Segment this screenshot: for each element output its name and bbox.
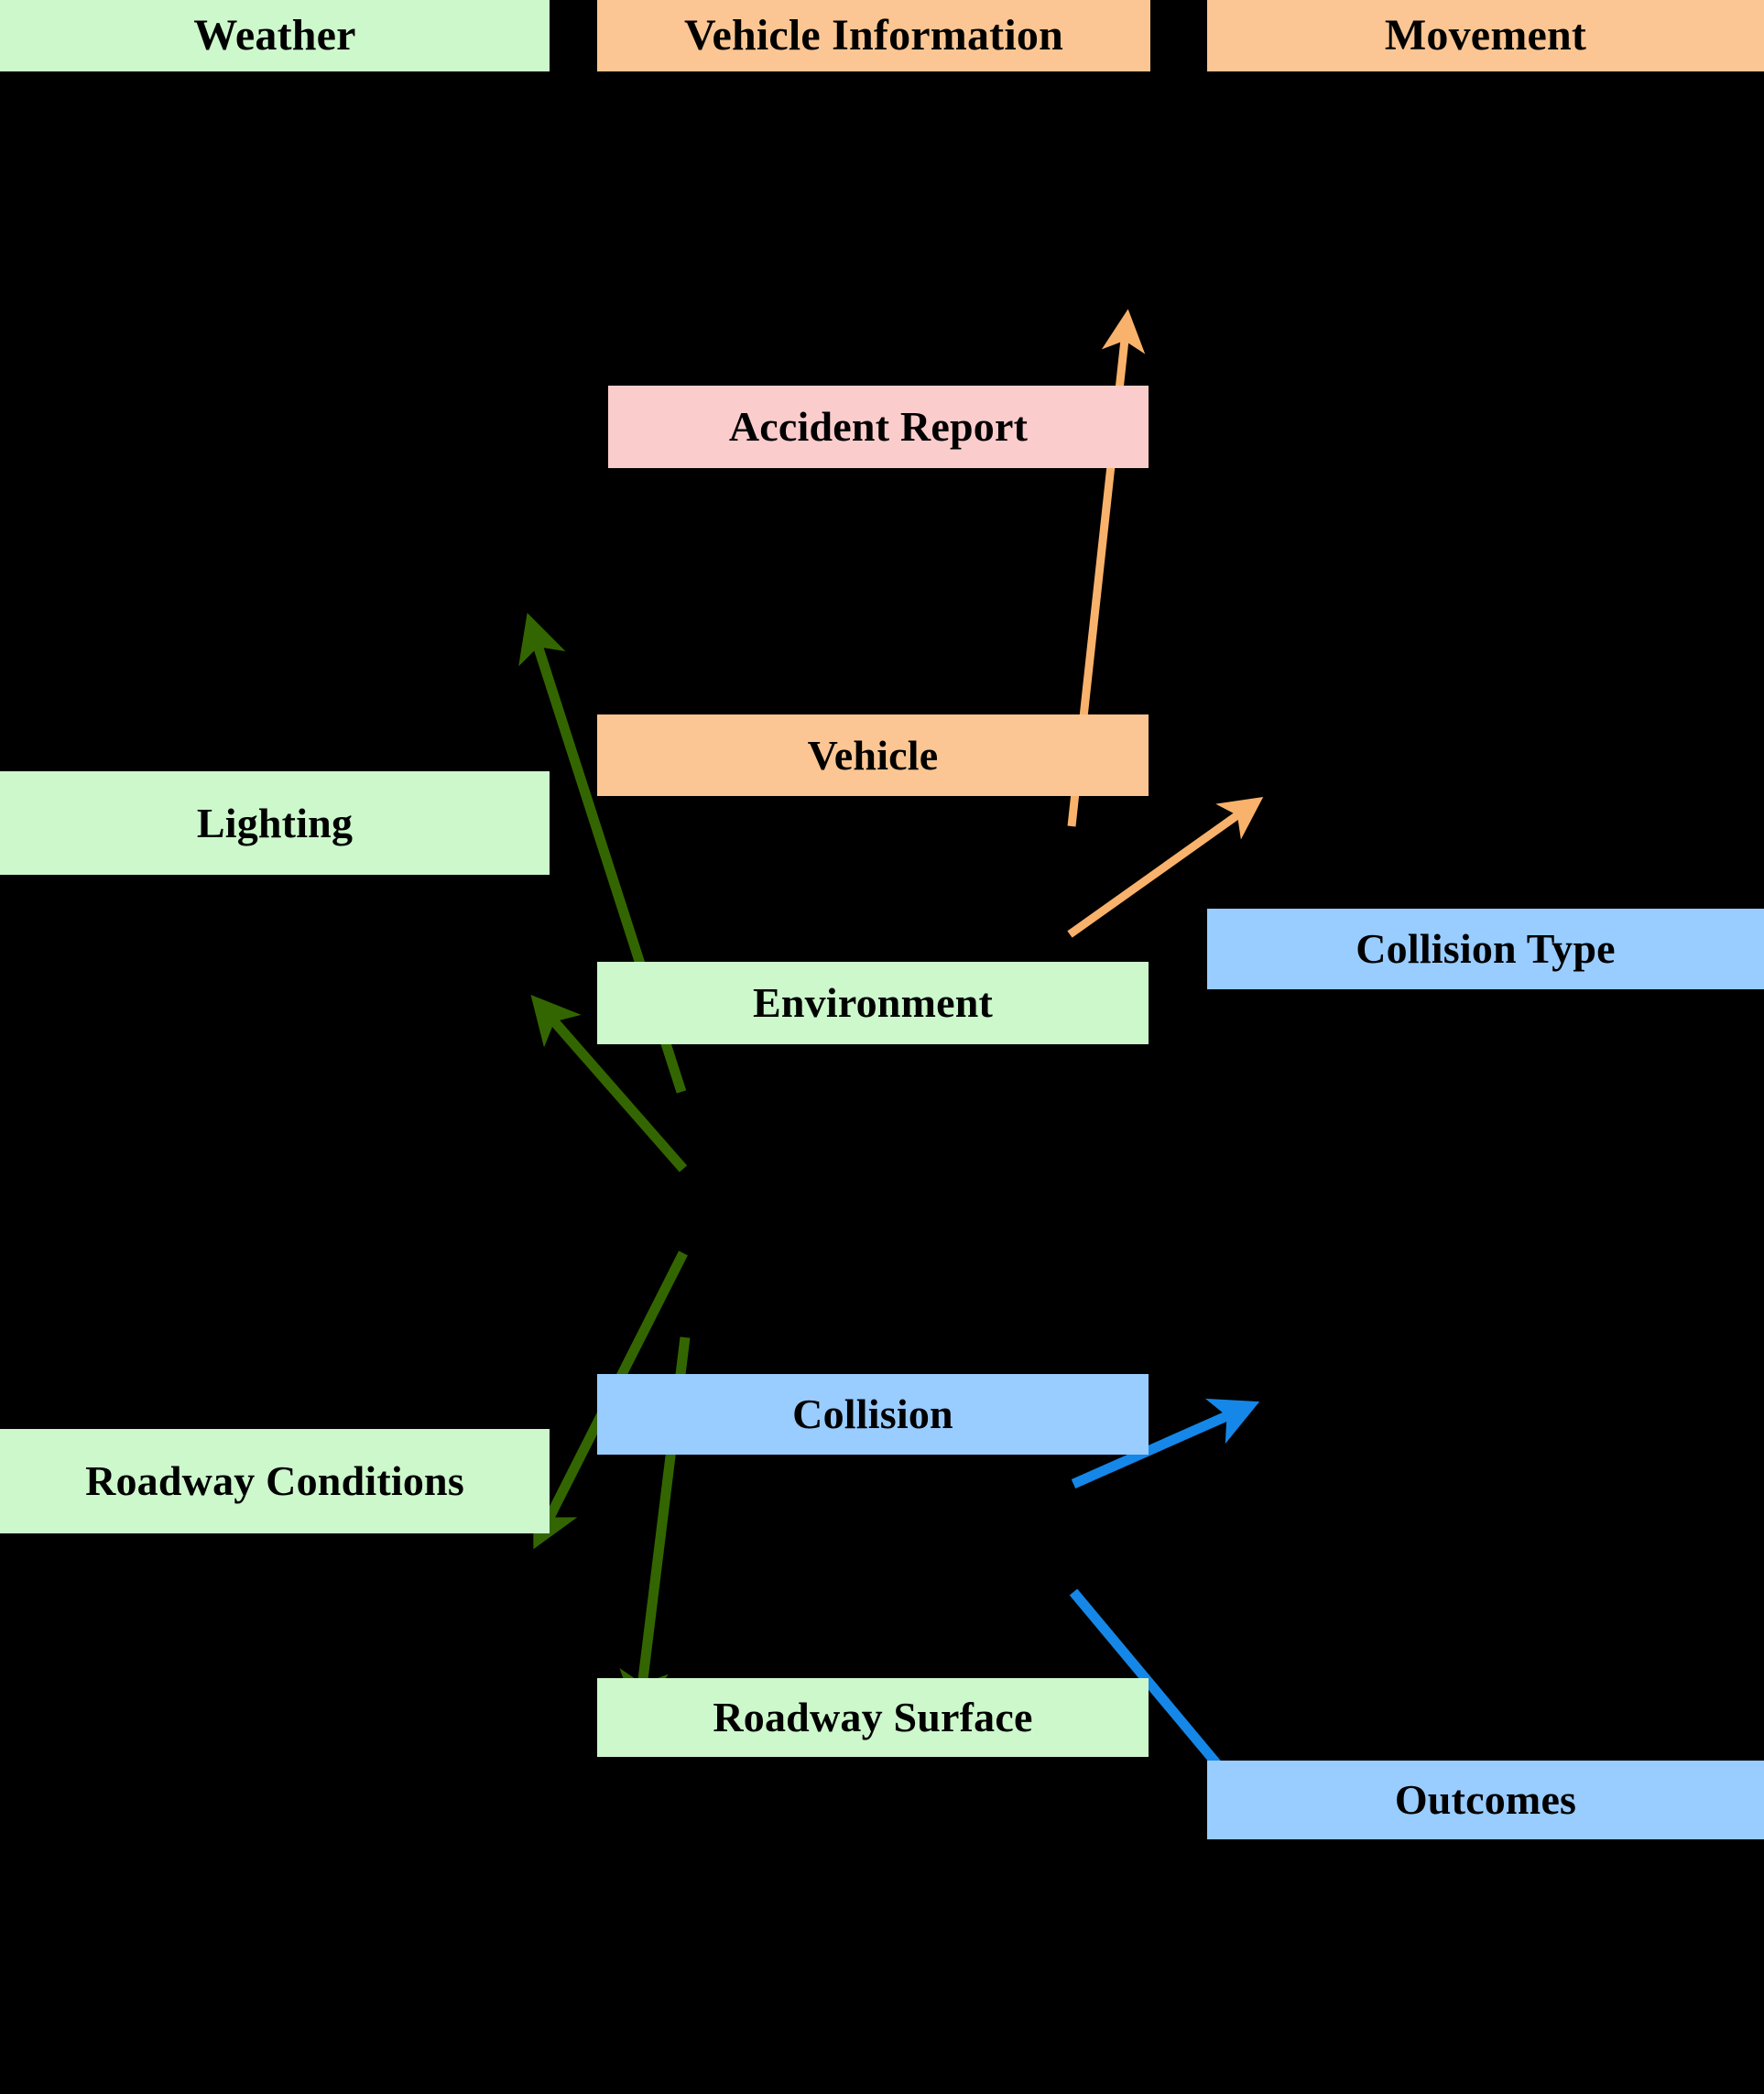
node-vehicle-label: Vehicle (807, 731, 939, 779)
column-header-weather: Weather (0, 0, 550, 71)
node-collision-type[interactable]: Collision Type (1207, 909, 1764, 989)
node-lighting-label: Lighting (196, 799, 354, 846)
node-lighting[interactable]: Lighting (0, 771, 550, 875)
node-accident-report[interactable]: Accident Report (608, 386, 1149, 468)
column-header-vehicle-information: Vehicle Information (597, 0, 1150, 71)
node-collision-label: Collision (792, 1391, 953, 1437)
column-header-weather-label: Weather (193, 11, 356, 60)
node-vehicle[interactable]: Vehicle (597, 714, 1149, 796)
node-environment-label: Environment (752, 979, 994, 1026)
node-roadway-conditions[interactable]: Roadway Conditions (0, 1429, 550, 1533)
node-environment[interactable]: Environment (597, 962, 1149, 1044)
node-outcomes[interactable]: Outcomes (1207, 1761, 1764, 1839)
column-header-vehicle-information-label: Vehicle Information (683, 11, 1063, 60)
node-outcomes-label: Outcomes (1394, 1776, 1577, 1823)
node-collision-type-label: Collision Type (1356, 925, 1616, 972)
node-accident-report-label: Accident Report (728, 403, 1029, 450)
column-header-movement-label: Movement (1384, 11, 1587, 60)
column-header-movement: Movement (1207, 0, 1764, 71)
node-roadway-conditions-label: Roadway Conditions (85, 1457, 464, 1504)
node-roadway-surface[interactable]: Roadway Surface (597, 1678, 1149, 1757)
node-roadway-surface-label: Roadway Surface (713, 1694, 1033, 1740)
node-collision[interactable]: Collision (597, 1374, 1149, 1455)
